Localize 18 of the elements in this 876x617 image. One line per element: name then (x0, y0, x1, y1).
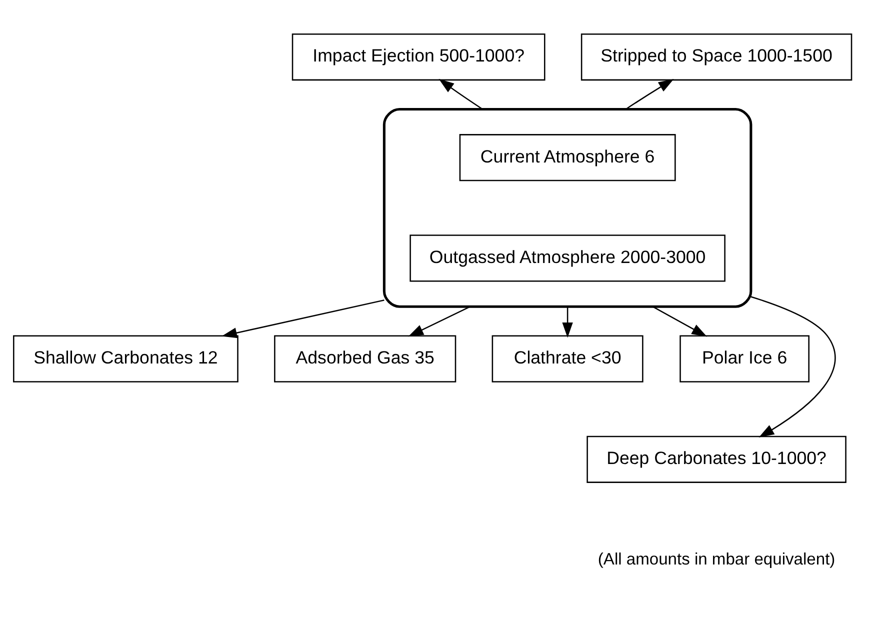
node-box: Impact Ejection 500-1000? (292, 33, 546, 81)
arrow (652, 306, 708, 337)
arrow (750, 296, 836, 438)
cluster (382, 108, 752, 308)
arrow (625, 79, 674, 110)
arrow (408, 306, 471, 337)
node-box: Polar Ice 6 (680, 335, 810, 382)
node-box: Deep Carbonates 10-1000? (586, 436, 846, 483)
arrow (562, 306, 573, 338)
node-box: Stripped to Space 1000-1500 (580, 33, 852, 81)
node-box: Outgassed Atmosphere 2000-3000 (410, 234, 726, 282)
node-box: Current Atmosphere 6 (459, 134, 676, 182)
node-box: Shallow Carbonates 12 (13, 335, 238, 382)
node-box: Clathrate <30 (492, 335, 644, 382)
node-box: Adsorbed Gas 35 (274, 335, 456, 382)
label: (All amounts in mbar equivalent) (598, 549, 836, 568)
arrow (438, 78, 483, 110)
arrow (222, 300, 384, 338)
